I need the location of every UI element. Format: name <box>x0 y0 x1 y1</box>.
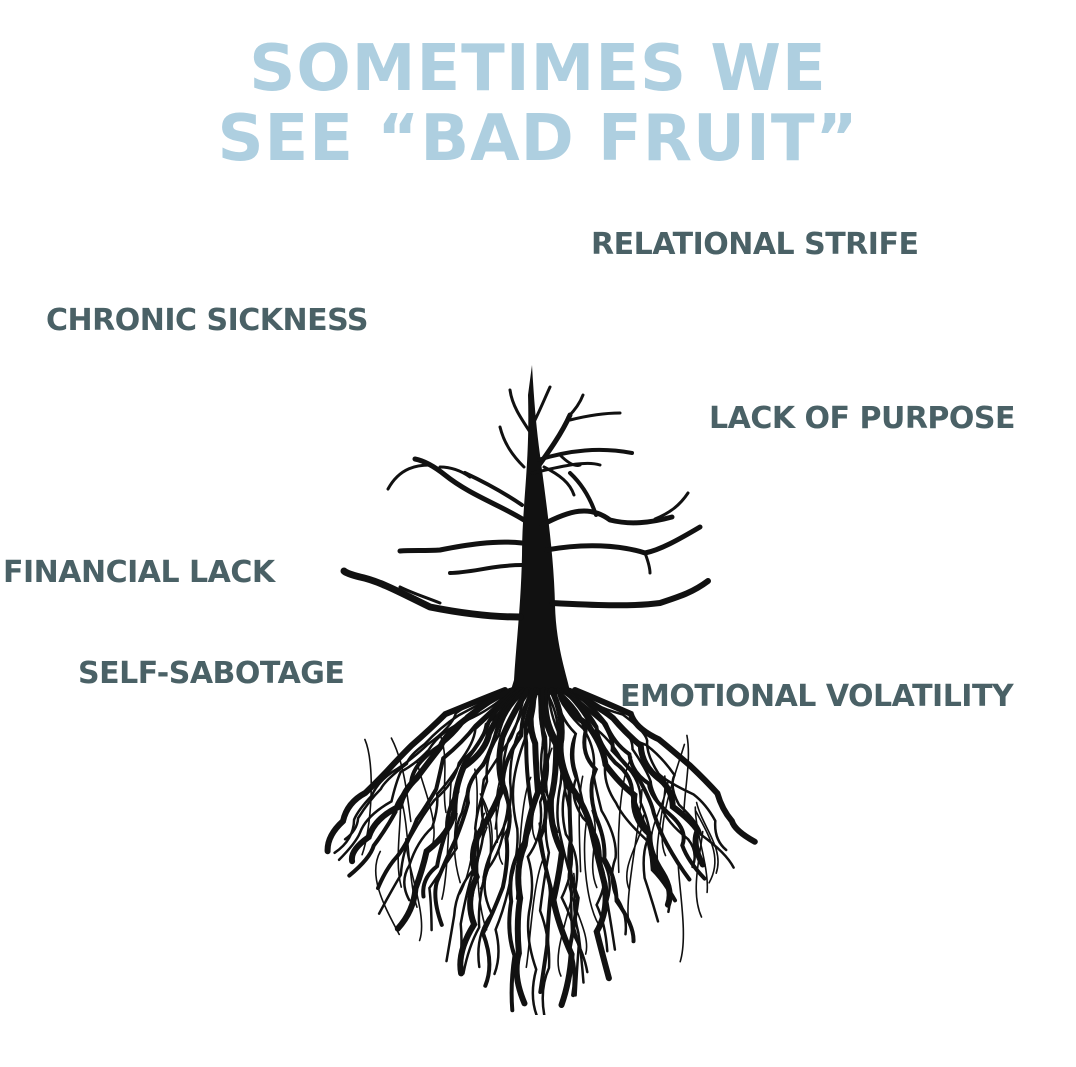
tree-rootlet <box>682 734 690 818</box>
page-title: SOMETIMES WE SEE “BAD FRUIT” <box>0 34 1076 174</box>
tree-root <box>457 687 532 977</box>
tree-trunk <box>510 365 570 695</box>
tree-branch <box>463 471 524 507</box>
tree-rootlet <box>661 743 686 857</box>
tree-branch <box>566 393 585 419</box>
title-line-2: SEE “BAD FRUIT” <box>217 102 859 176</box>
tree-rootlet <box>695 830 704 918</box>
tree-branch <box>568 411 622 422</box>
tree-branch <box>340 567 524 621</box>
tree-root <box>537 688 554 994</box>
bare-tree-with-roots-icon <box>324 365 758 1015</box>
tree-root <box>568 688 707 881</box>
tree-branch <box>536 447 634 462</box>
tree-branch <box>543 524 703 556</box>
tree-rootlet <box>694 806 709 894</box>
tree-branch <box>568 471 598 517</box>
label-emotional-volatility: EMOTIONAL VOLATILITY <box>620 679 1014 714</box>
tree-rootlet <box>479 793 493 878</box>
tree-rootlet <box>538 822 551 906</box>
tree-root <box>376 688 517 891</box>
tree-rootlet <box>439 735 447 814</box>
tree-rootlet <box>476 812 488 931</box>
tree-branch <box>653 491 690 521</box>
tree-rootlet <box>469 826 488 913</box>
tree-rootlet <box>459 768 478 895</box>
tree-root <box>480 688 535 988</box>
tree-root <box>556 688 628 936</box>
tree-root <box>561 688 660 923</box>
tree-rootlet <box>390 737 412 823</box>
tree-rootlet <box>617 756 633 874</box>
tree-rootlet <box>405 838 423 942</box>
tree-rootlet <box>479 800 492 890</box>
tree-root <box>333 688 510 855</box>
tree-branch <box>397 539 525 554</box>
tree-root <box>433 688 526 927</box>
tree-branch <box>542 465 576 497</box>
tree-branch <box>438 465 472 479</box>
tree-branch <box>508 388 534 437</box>
tree-branch <box>498 425 526 469</box>
tree-branch <box>386 463 432 491</box>
tree-rootlet <box>649 780 669 847</box>
label-self-sabotage: SELF-SABOTAGE <box>78 656 345 691</box>
tree-branch <box>528 385 552 432</box>
tree-branch <box>643 551 652 575</box>
tree-branch <box>539 508 675 528</box>
tree-root <box>572 687 758 845</box>
tree-root <box>324 687 508 855</box>
tree-branch <box>549 578 711 609</box>
label-relational-strife: RELATIONAL STRIFE <box>591 227 919 262</box>
tree-rootlet <box>515 776 532 900</box>
tree-rootlet <box>545 747 559 834</box>
tree-rootlet <box>557 872 576 977</box>
tree-rootlet <box>627 788 643 920</box>
tree-branch <box>448 563 524 575</box>
tree-rootlet <box>567 864 588 955</box>
tree-branch <box>558 453 582 467</box>
tree-rootlet <box>441 774 453 900</box>
tree-rootlet <box>591 809 598 889</box>
tree-rootlet <box>397 800 403 888</box>
label-chronic-sickness: CHRONIC SICKNESS <box>46 303 368 338</box>
tree-root <box>507 688 540 1013</box>
tree-rootlet <box>578 775 584 873</box>
title-line-1: SOMETIMES WE <box>249 32 827 106</box>
tree-rootlet <box>695 810 716 884</box>
tree-rootlet <box>498 801 512 865</box>
tree-rootlet <box>531 737 551 842</box>
tree-branch <box>398 585 442 605</box>
tree-root <box>553 688 617 951</box>
tree-rootlet <box>525 856 545 969</box>
tree-root <box>377 688 519 915</box>
tree-rootlet <box>695 801 719 874</box>
tree-rootlet <box>656 775 666 874</box>
tree-rootlet <box>361 738 372 856</box>
label-lack-of-purpose: LACK OF PURPOSE <box>709 401 1016 436</box>
label-financial-lack: FINANCIAL LACK <box>3 555 275 590</box>
tree-root <box>348 687 516 865</box>
tree-rootlet <box>494 763 502 830</box>
tree-branch <box>529 412 573 478</box>
tree-rootlet <box>583 813 600 926</box>
tree-root <box>462 688 532 975</box>
tree-rootlet <box>677 864 685 963</box>
tree-branch <box>412 456 527 523</box>
tree-rootlet <box>416 760 435 849</box>
tree-rootlet <box>374 850 400 936</box>
tree-root <box>572 688 728 852</box>
tree-root <box>343 688 508 841</box>
tree-rootlet <box>399 797 418 908</box>
tree-root <box>538 688 551 1015</box>
tree-rootlet <box>453 812 461 884</box>
tree-rootlet <box>625 814 645 891</box>
